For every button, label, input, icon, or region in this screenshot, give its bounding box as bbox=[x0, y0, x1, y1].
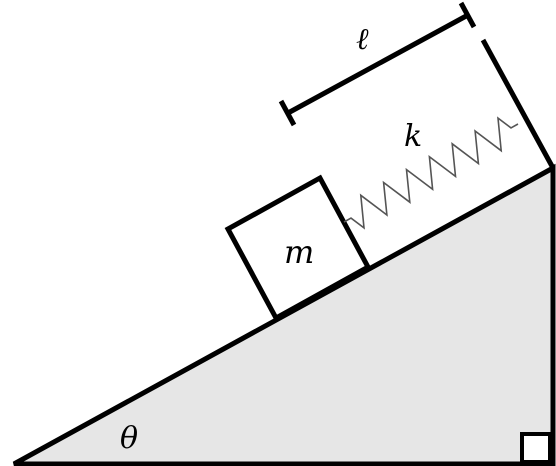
incline-wall bbox=[480, 38, 556, 170]
spring-constant-label: k bbox=[404, 119, 422, 154]
length-label: ℓ bbox=[356, 22, 369, 57]
spring bbox=[343, 116, 519, 230]
mass-label: m bbox=[284, 233, 314, 271]
mass-block bbox=[224, 174, 372, 322]
angle-label: θ bbox=[120, 421, 138, 456]
right-angle-marker bbox=[520, 432, 552, 464]
length-dimension-bar bbox=[278, 1, 477, 127]
